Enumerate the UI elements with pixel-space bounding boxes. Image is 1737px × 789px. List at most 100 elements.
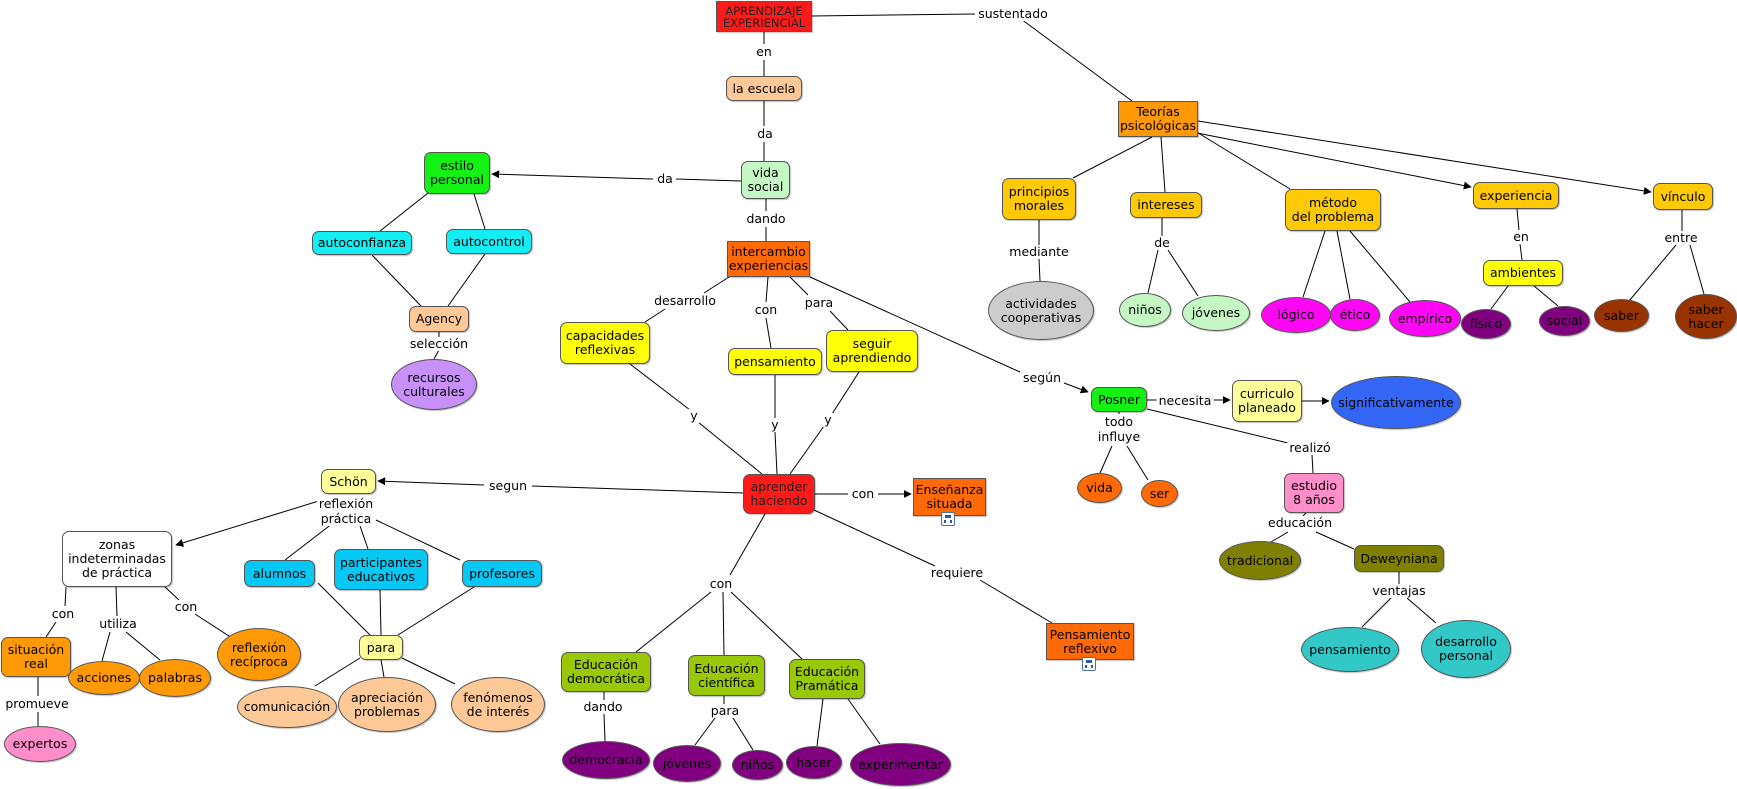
concept-significativamente[interactable]: significativamente [1331, 376, 1461, 429]
concept-schon[interactable]: Schön [321, 469, 376, 494]
connector-line [809, 276, 1021, 373]
connector-line [375, 519, 461, 561]
concept-tradicional[interactable]: tradicional [1219, 541, 1301, 580]
link-segun-right: según [1021, 370, 1063, 385]
concept-fisico[interactable]: físico [1461, 309, 1511, 339]
connector-line [811, 13, 976, 17]
connector-line [729, 513, 766, 576]
connector-line [433, 349, 440, 360]
connector-line [1516, 208, 1520, 231]
concept-experimentar[interactable]: experimentar [850, 743, 951, 786]
concept-seguir-aprendiendo[interactable]: seguir aprendiendo [826, 330, 918, 372]
link-y-left: y [688, 408, 700, 423]
concept-intereses[interactable]: intereses [1130, 192, 1202, 218]
concept-estudio-8-anos[interactable]: estudio 8 años [1284, 473, 1344, 513]
connector-line [829, 310, 849, 331]
connector-line [730, 591, 803, 660]
concept-empirico[interactable]: empírico [1389, 300, 1461, 337]
connector-line [379, 589, 382, 636]
concept-capacidades-reflexivas[interactable]: capacidades reflexivas [560, 322, 650, 364]
link-promueve: promueve [3, 696, 71, 711]
concept-comunicacion[interactable]: comunicación [237, 686, 337, 728]
connector-line [813, 509, 936, 567]
concept-pensamiento-reflexivo[interactable]: Pensamiento reflexivo [1046, 623, 1134, 660]
link-realizo: realizó [1287, 440, 1333, 455]
concept-jovenes-top[interactable]: jóvenes [1182, 295, 1250, 331]
concept-zonas-indeterminadas[interactable]: zonas indeterminadas de práctica [62, 531, 172, 587]
concept-actividades-cooperativas[interactable]: actividades cooperativas [988, 281, 1094, 340]
connector-line [1020, 18, 1133, 102]
concept-metodo-problema[interactable]: método del problema [1285, 189, 1381, 231]
connector-line [1302, 512, 1307, 517]
concept-la-escuela[interactable]: la escuela [726, 76, 802, 101]
connector-line [1533, 285, 1559, 307]
concept-ninos-top[interactable]: niños [1119, 293, 1171, 327]
concept-vinculo[interactable]: vínculo [1653, 183, 1713, 210]
concept-experiencia[interactable]: experiencia [1473, 182, 1559, 209]
concept-fenomenos-interes[interactable]: fenómenos de interés [451, 677, 545, 732]
concept-recursos-culturales[interactable]: recursos culturales [391, 359, 477, 410]
concept-ninos-bottom[interactable]: niños [732, 750, 783, 780]
link-da-top: da [755, 126, 775, 141]
concept-expertos[interactable]: expertos [4, 726, 76, 762]
concept-reflexion-reciproca[interactable]: reflexión recíproca [217, 628, 301, 681]
concept-deweyniana[interactable]: Deweyniana [1354, 545, 1444, 572]
concept-autocontrol[interactable]: autocontrol [446, 229, 532, 254]
connector-line [765, 276, 769, 303]
concept-autoconfianza[interactable]: autoconfianza [312, 231, 412, 255]
concept-etico[interactable]: ético [1330, 299, 1380, 331]
concept-situacion-real[interactable]: situación real [1, 637, 71, 677]
concept-profesores[interactable]: profesores [462, 560, 542, 587]
concept-logico[interactable]: lógico [1261, 297, 1331, 333]
concept-para-node[interactable]: para [359, 635, 403, 660]
concept-educacion-pramatica[interactable]: Educación Pramática [789, 659, 865, 699]
concept-pensamiento-right[interactable]: pensamiento [1301, 627, 1399, 672]
concept-alumnos[interactable]: alumnos [244, 560, 315, 587]
concept-curriculo-planeado[interactable]: curriculo planeado [1232, 380, 1302, 422]
concept-principios-morales[interactable]: principios morales [1002, 178, 1076, 220]
concept-acciones[interactable]: acciones [68, 661, 140, 695]
pensamiento-reflexivo-resource-icon[interactable] [1082, 657, 1096, 671]
concept-vida-social[interactable]: vida social [741, 161, 790, 199]
concept-saber[interactable]: saber [1594, 299, 1649, 332]
concept-participantes-educativos[interactable]: participantes educativos [334, 549, 428, 590]
concept-democracia[interactable]: democracia [562, 741, 650, 779]
concept-social[interactable]: social [1539, 306, 1590, 336]
link-en-right: en [1511, 229, 1531, 244]
ensenanza-resource-icon[interactable] [941, 512, 955, 526]
concept-palabras[interactable]: palabras [139, 659, 211, 697]
connector-line [1099, 445, 1113, 474]
concept-agency[interactable]: Agency [409, 306, 469, 332]
concept-apreciacion-problemas[interactable]: apreciación problemas [338, 677, 436, 732]
concept-estilo-personal[interactable]: estilo personal [424, 152, 490, 194]
connector-line [164, 586, 180, 601]
concept-ensenanza-situada[interactable]: Enseñanza situada [913, 478, 986, 516]
link-con-zonas-right: con [172, 599, 200, 614]
concept-educacion-democratica[interactable]: Educación democrática [561, 652, 651, 692]
connector-line [789, 425, 825, 475]
concept-aprendizaje-experiencial[interactable]: APRENDIZAJE EXPERIENCIAL [716, 1, 812, 32]
concept-aprender-haciendo[interactable]: aprender haciendo [743, 474, 815, 514]
concept-hacer[interactable]: hacer [786, 746, 842, 779]
concept-ser[interactable]: ser [1141, 480, 1178, 507]
concept-intercambio-experiencias[interactable]: intercambio experiencias [727, 241, 810, 277]
concept-saber-hacer[interactable]: saber hacer [1675, 294, 1737, 339]
concept-jovenes-bottom[interactable]: jóvenes [653, 745, 721, 782]
concept-pensamiento-center[interactable]: pensamiento [728, 348, 822, 375]
concept-ambientes[interactable]: ambientes [1483, 260, 1563, 286]
concept-teorias-psicologicas[interactable]: Teorías psicológicas [1118, 101, 1198, 137]
connector-line [603, 713, 606, 742]
link-para-bottom: para [708, 703, 742, 718]
concept-vida[interactable]: vida [1077, 473, 1122, 503]
concept-educacion-cientifica[interactable]: Educación científica [688, 655, 765, 696]
connector-line [317, 582, 371, 636]
link-desarrollo: desarrollo [652, 293, 718, 308]
concept-desarrollo-personal[interactable]: desarrollo personal [1421, 620, 1511, 678]
connector-line [1519, 243, 1523, 261]
connector-line [1146, 408, 1289, 444]
link-y-right: y [822, 412, 834, 427]
connector-line [1628, 244, 1677, 302]
concept-posner[interactable]: Posner [1091, 387, 1147, 412]
